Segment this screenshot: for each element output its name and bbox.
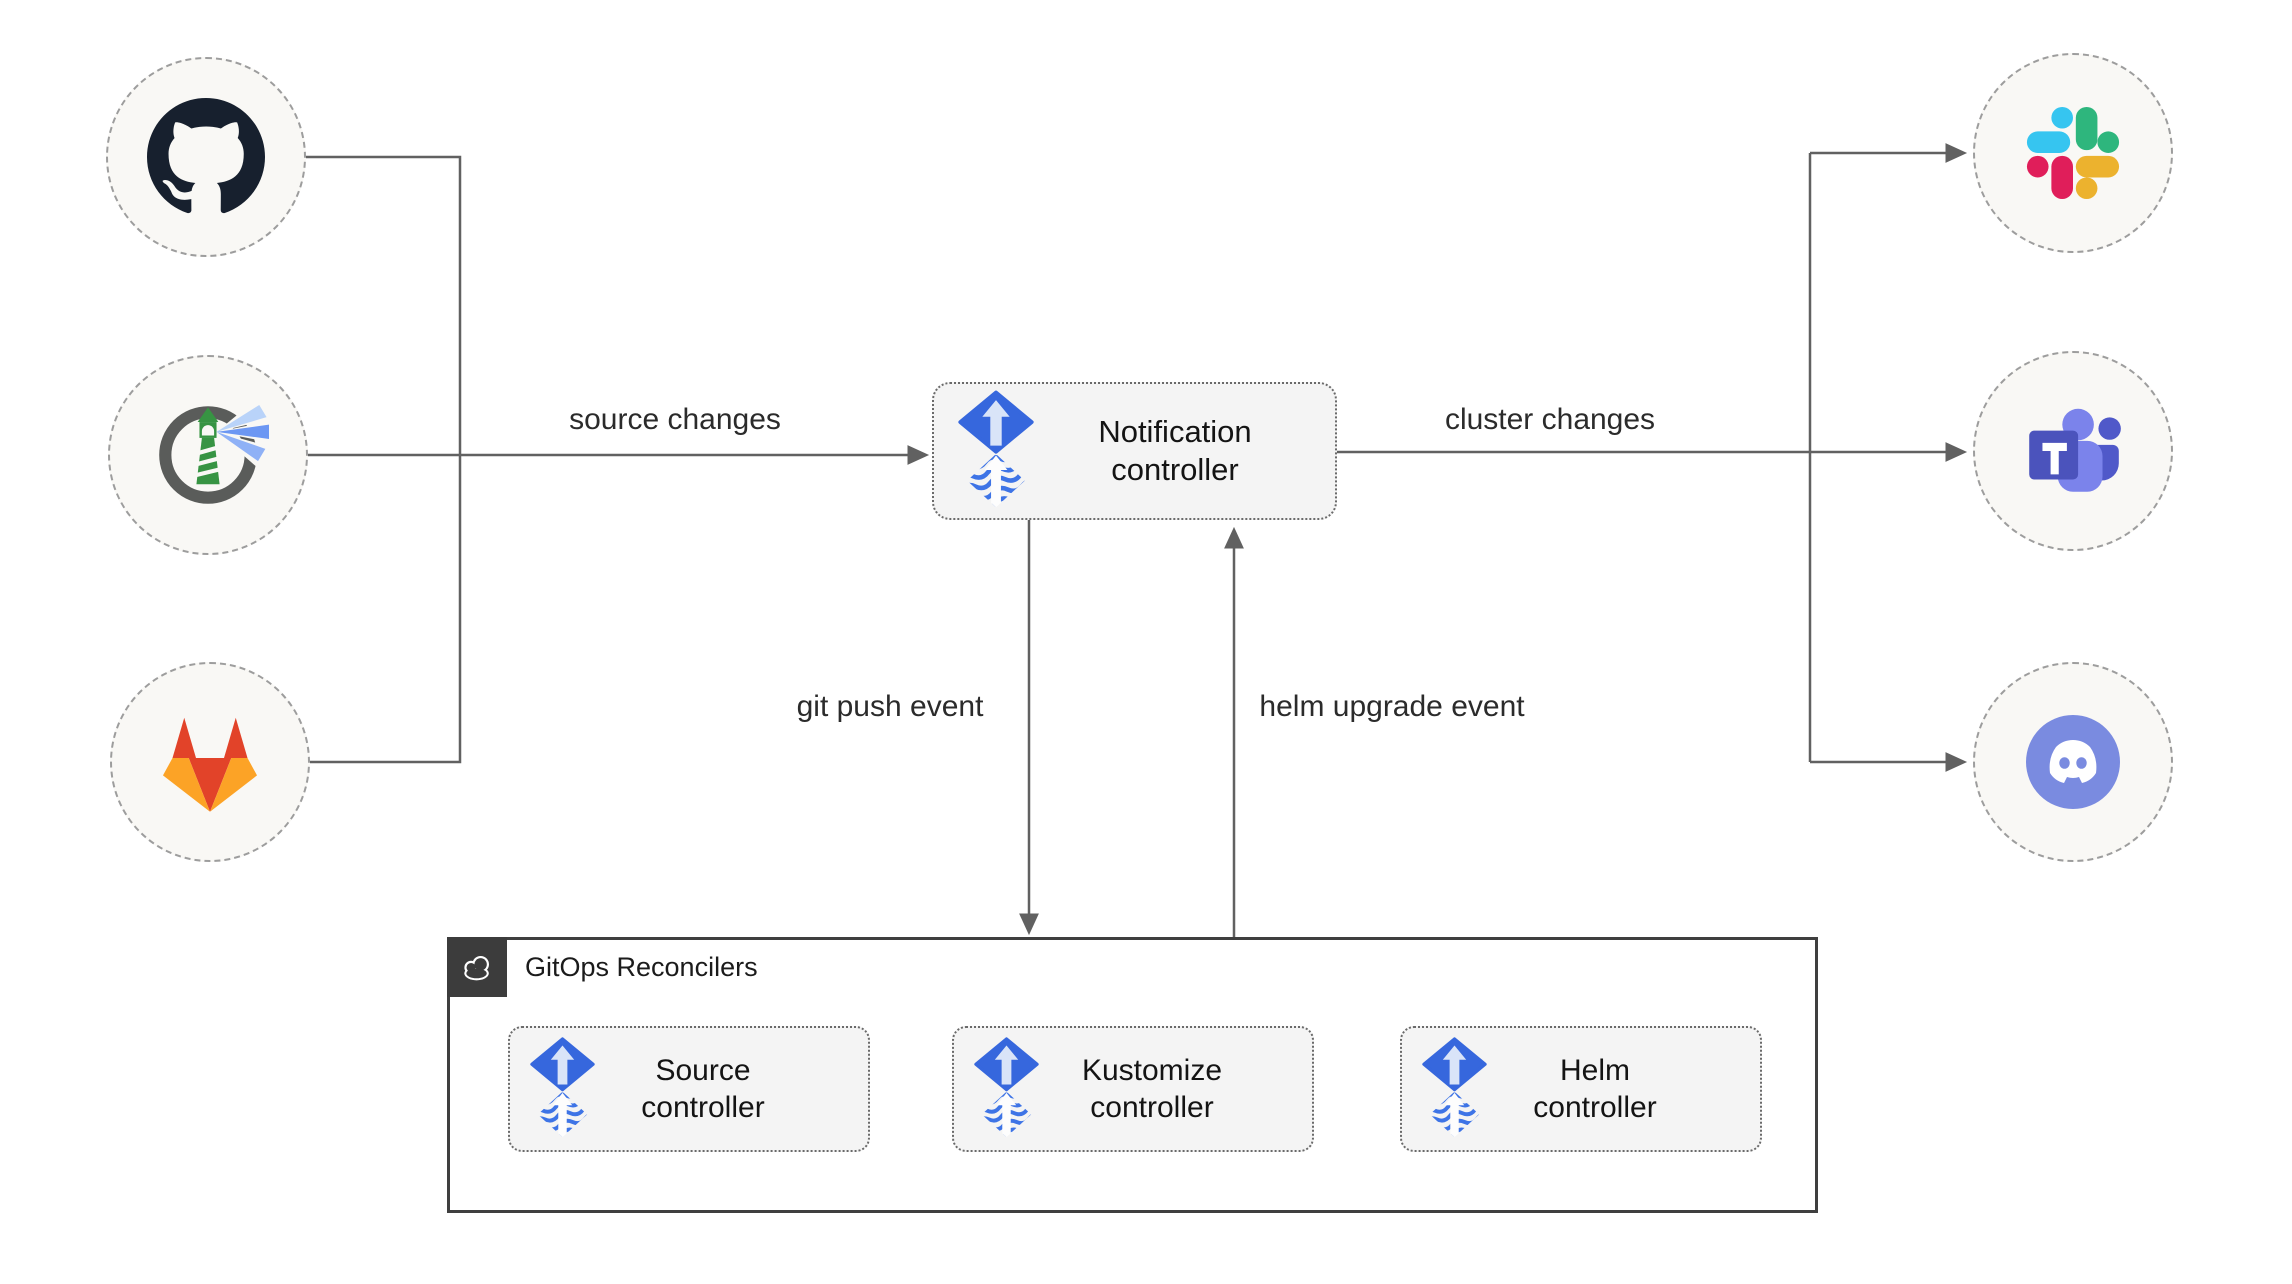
- slack-node: [1973, 53, 2173, 253]
- helm-upgrade-event-label: helm upgrade event: [1259, 690, 1525, 723]
- harbor-icon: [147, 394, 269, 516]
- helm-controller-label: Helm controller: [1533, 1053, 1657, 1124]
- harbor-node: [108, 355, 308, 555]
- gitops-reconcilers-title: GitOps Reconcilers: [525, 951, 758, 982]
- cluster-changes-label: cluster changes: [1444, 403, 1656, 436]
- ms-teams-icon: [2017, 402, 2129, 500]
- source-controller-box: Source controller: [508, 1026, 870, 1152]
- source-controller-label: Source controller: [641, 1053, 765, 1124]
- notification-controller-box: Notification controller: [932, 382, 1337, 520]
- gitlab-icon: [154, 711, 266, 814]
- discord-node: [1973, 662, 2173, 862]
- kustomize-controller-box: Kustomize controller: [952, 1026, 1314, 1152]
- gitops-header-badge: [447, 937, 507, 997]
- gitlab-node: [110, 662, 310, 862]
- notification-controller-label: Notification controller: [1098, 413, 1252, 487]
- ms-teams-node: [1973, 351, 2173, 551]
- source-changes-label: source changes: [569, 403, 781, 436]
- kustomize-controller-label: Kustomize controller: [1081, 1053, 1223, 1124]
- flux-icon: [1422, 1037, 1487, 1141]
- flux-icon: [530, 1037, 595, 1141]
- github-icon: [147, 98, 265, 216]
- github-node: [106, 57, 306, 257]
- discord-icon: [2023, 712, 2123, 812]
- git-push-event-label: git push event: [796, 690, 984, 723]
- helm-controller-box: Helm controller: [1400, 1026, 1762, 1152]
- flux-icon: [974, 1037, 1039, 1141]
- cloud-icon: [457, 951, 497, 984]
- flux-icon: [958, 390, 1034, 512]
- slack-icon: [2026, 106, 2120, 200]
- edge-left-trunk: [306, 155, 462, 764]
